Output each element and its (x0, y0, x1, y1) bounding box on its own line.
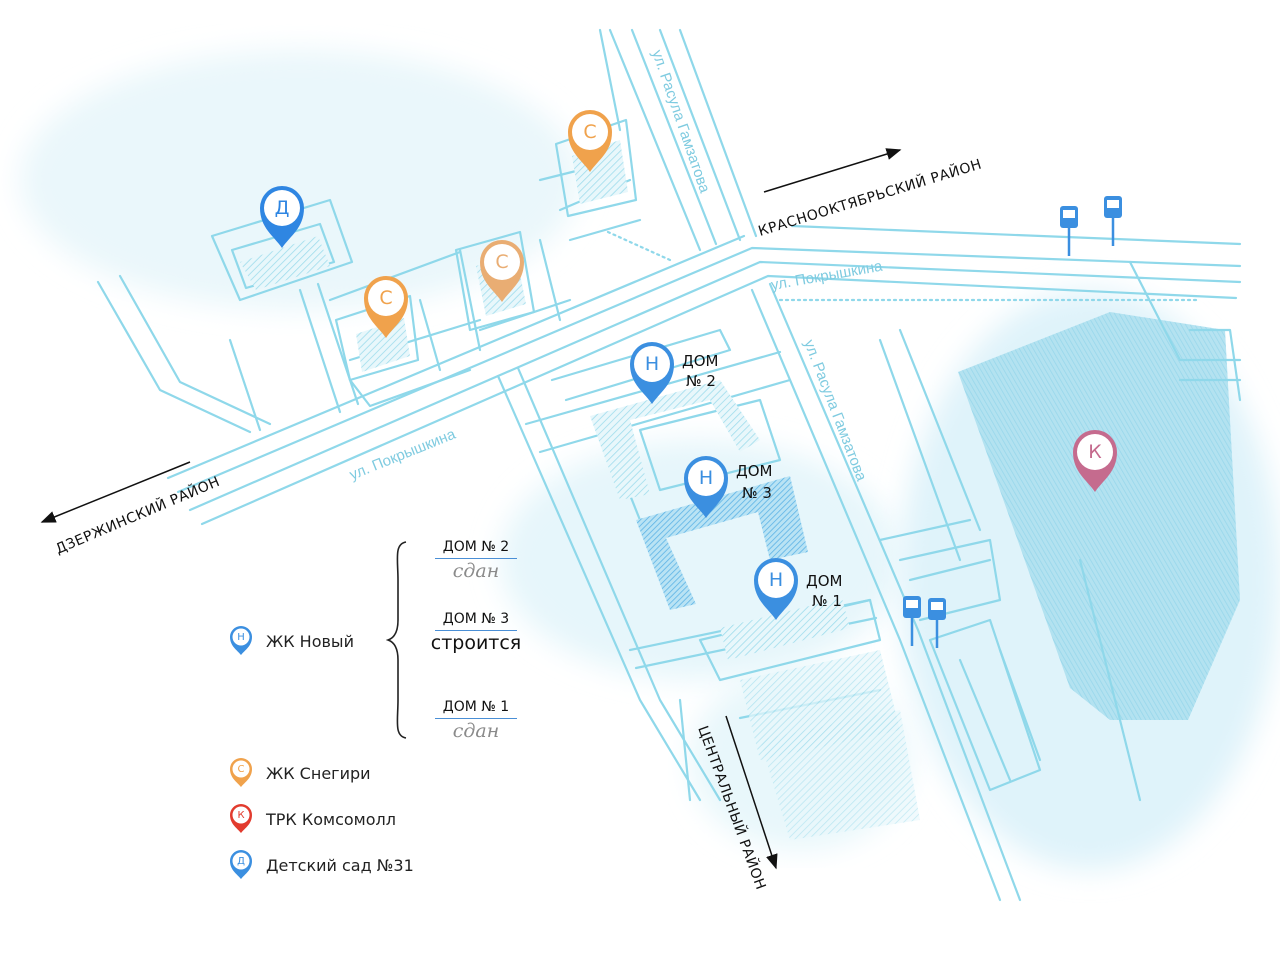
house-3-label-line2: № 3 (742, 484, 772, 502)
status-value: строится (430, 632, 522, 654)
svg-text:Н: Н (237, 632, 245, 643)
mall-area (958, 312, 1240, 720)
street-label-gamzatova-top: ул. Расула Гамзатова (648, 48, 713, 196)
house-2-label-line2: № 2 (686, 372, 716, 390)
pin-snegiri-1[interactable]: С (568, 110, 612, 172)
bus-stop-icon (1104, 196, 1122, 246)
legend-label: ЖК Новый (266, 631, 354, 651)
status-house-label: ДОМ № 3 (435, 611, 517, 631)
legend-label: ТРК Комсомолл (266, 809, 396, 829)
legend-snegiri[interactable]: С ЖК Снегири (230, 758, 371, 788)
pin-letter: К (1088, 441, 1102, 463)
district-dzerzhinsky: ДЗЕРЖИНСКИЙ РАЙОН (40, 461, 223, 558)
pin-mall[interactable]: К (1073, 430, 1117, 492)
legend-novy[interactable]: Н ЖК Новый (230, 626, 354, 656)
house-3-building (636, 476, 808, 610)
legend-status-house-2: ДОМ № 2 сдан (416, 538, 536, 582)
bus-stop-icon (928, 598, 946, 648)
bus-stop-icon (1060, 206, 1078, 256)
house-2-label-line1: ДОМ (682, 352, 718, 370)
pin-house-2[interactable]: Н (630, 342, 674, 404)
status-house-label: ДОМ № 1 (435, 699, 517, 719)
svg-text:К: К (237, 810, 244, 821)
district-label-dzerzhinsky: ДЗЕРЖИНСКИЙ РАЙОН (53, 472, 223, 558)
map-pin-icon: Д (230, 850, 252, 879)
bus-stops (903, 196, 1122, 648)
house-1-label-line2: № 1 (812, 592, 842, 610)
pin-house-1[interactable]: Н (754, 558, 798, 620)
status-house-label: ДОМ № 2 (435, 539, 517, 559)
house-1-building (720, 598, 850, 660)
house-1-label-line1: ДОМ (806, 572, 842, 590)
pin-snegiri-2[interactable]: С (480, 240, 524, 302)
pin-letter: Н (769, 569, 783, 591)
house-3-label-line1: ДОМ (736, 462, 772, 480)
bus-stop-icon (903, 596, 921, 646)
legend-brace (386, 541, 407, 739)
map-pin-icon: К (230, 804, 252, 833)
pin-letter: Д (275, 197, 290, 219)
district-label-krasnooktyabrsky: КРАСНООКТЯБРЬСКИЙ РАЙОН (756, 155, 984, 240)
legend-komsomoll[interactable]: К ТРК Комсомолл (230, 804, 396, 834)
svg-text:Д: Д (237, 856, 245, 867)
svg-text:С: С (238, 764, 245, 775)
district-krasnooktyabrsky: КРАСНООКТЯБРЬСКИЙ РАЙОН (756, 148, 984, 240)
pin-house-3[interactable]: Н (684, 456, 728, 518)
pin-letter: С (379, 287, 392, 309)
status-value: сдан (452, 720, 500, 742)
legend-label: ЖК Снегири (266, 763, 371, 783)
legend-label: Детский сад №31 (266, 855, 414, 875)
pin-letter: Н (645, 353, 659, 375)
status-value: сдан (452, 560, 500, 582)
legend-sad[interactable]: Д Детский сад №31 (230, 850, 414, 880)
map-pin-icon: С (230, 758, 252, 787)
pin-kindergarten[interactable]: Д (260, 186, 304, 248)
legend-status-house-3: ДОМ № 3 строится (416, 610, 536, 654)
map-pin-icon: Н (230, 626, 252, 655)
house-2-building (590, 380, 760, 500)
pin-snegiri-3[interactable]: С (364, 276, 408, 338)
legend-status-house-1: ДОМ № 1 сдан (416, 698, 536, 742)
road-network (96, 28, 1242, 902)
pin-letter: С (583, 121, 596, 143)
pin-letter: С (495, 251, 508, 273)
pin-letter: Н (699, 467, 713, 489)
